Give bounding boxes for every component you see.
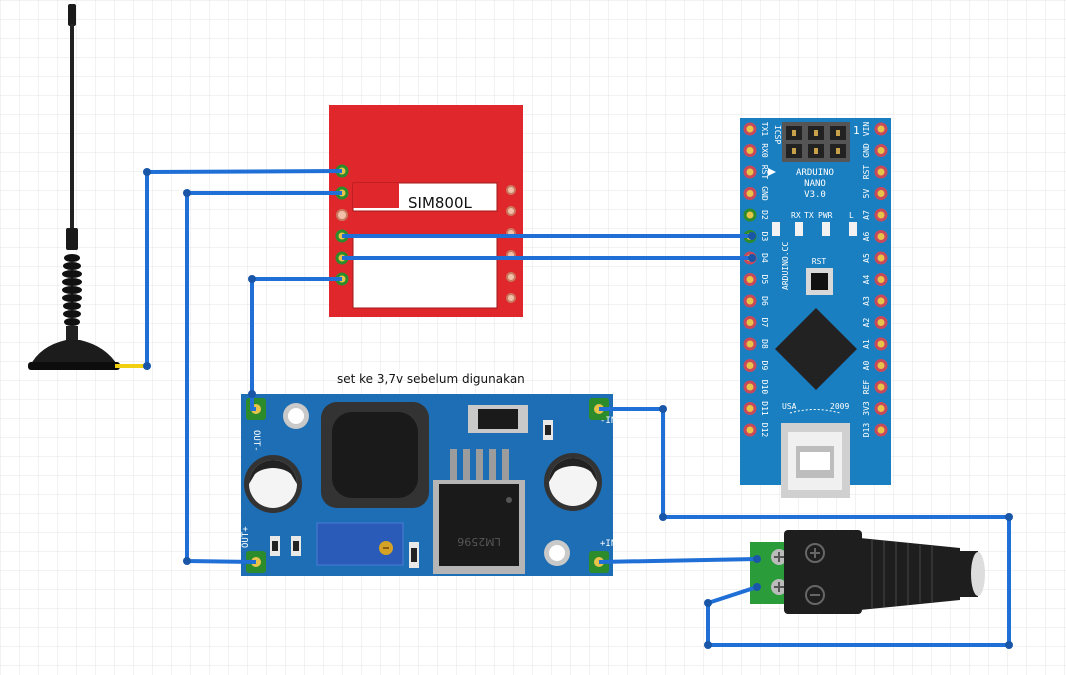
antenna-cable <box>115 364 148 368</box>
nano-left-pin <box>743 144 757 157</box>
nano-year: 2009 <box>830 402 849 411</box>
nano-left-pin-label: RST <box>760 165 769 180</box>
nano-left-pin <box>743 165 757 179</box>
nano-left-pin <box>743 316 757 329</box>
nano-left-pin <box>743 122 757 136</box>
nano-left-pin <box>743 337 757 351</box>
lm2596-chip-label: LM2596 <box>457 535 501 548</box>
nano-right-pin <box>874 380 888 394</box>
buck-pin-out-plus: OUT+ <box>241 526 251 548</box>
nano-title-3: V3.0 <box>804 190 826 200</box>
nano-right-pin-label: VIN <box>862 122 871 137</box>
nano-left-pin-label: D2 <box>760 210 769 220</box>
nano-right-pin-label: A2 <box>862 318 871 328</box>
nano-right-pin <box>874 316 888 329</box>
nano-right-pin <box>874 337 888 351</box>
nano-left-pin-label: D12 <box>760 423 769 438</box>
nano-right-pin-label: D13 <box>862 423 871 438</box>
buck-pin-in-minus: -IN <box>600 416 616 426</box>
nano-title-2: NANO <box>804 179 826 189</box>
nano-right-pin-label: 3V3 <box>862 401 871 416</box>
nano-left-pin-label: RX0 <box>760 143 769 158</box>
nano-usa: USA <box>782 402 797 411</box>
nano-left-pin-label: D10 <box>760 380 769 395</box>
sim800l-label: SIM800L <box>408 194 473 212</box>
wire-buck-inplus-to-jack <box>598 557 758 564</box>
nano-left-pin <box>743 294 757 308</box>
nano-left-pin-label: TX1 <box>760 122 769 137</box>
nano-left-pin <box>743 273 757 286</box>
nano-right-pin-label: GND <box>862 143 871 158</box>
nano-reset-label: RST <box>812 257 827 266</box>
nano-left-pin-label: D9 <box>760 361 769 371</box>
annotation-note: set ke 3,7v sebelum digunakan <box>337 372 525 386</box>
nano-right-pin-label: A3 <box>862 296 871 306</box>
nano-left-pin <box>743 423 757 437</box>
nano-right-pin-label: A0 <box>862 361 871 371</box>
nano-right-pin-label: A5 <box>862 253 871 263</box>
nano-icsp-label: ICSP <box>773 125 782 144</box>
nano-right-pin-label: A1 <box>862 339 871 349</box>
nano-pin1-mark: 1 <box>853 124 860 137</box>
nano-left-pin-label: D11 <box>760 401 769 416</box>
nano-led-pwr: PWR <box>818 211 833 220</box>
nano-right-pin-label: REF <box>862 380 871 395</box>
nano-left-pin-label: D7 <box>760 318 769 328</box>
nano-title-1: ARDUINO <box>796 168 834 178</box>
arduino-nano-board: ICSP 1 ARDUINO NANO V3.0 TX RX PWR L ARD… <box>740 118 891 498</box>
nano-right-pin <box>874 122 888 136</box>
nano-left-pin-label: D6 <box>760 296 769 306</box>
nano-left-pin-label: D3 <box>760 232 769 242</box>
dc-barrel-jack <box>750 530 985 614</box>
nano-right-pin <box>874 402 888 415</box>
wire-sim-to-buck-outminus <box>250 277 342 411</box>
nano-right-pin <box>874 423 888 437</box>
nano-led-rx: RX <box>791 211 801 220</box>
nano-right-pin <box>874 294 888 308</box>
nano-left-pin <box>743 380 757 394</box>
nano-right-pin <box>874 187 888 200</box>
nano-right-pin <box>874 165 888 179</box>
nano-right-pin-label: 5V <box>862 189 871 199</box>
nano-right-pin-label: A7 <box>862 210 871 220</box>
nano-right-pin <box>874 230 888 243</box>
nano-left-pin <box>743 208 757 222</box>
nano-right-pin-label: A4 <box>862 275 871 285</box>
nano-right-pin <box>874 273 888 286</box>
nano-right-pin-label: RST <box>862 165 871 180</box>
lm2596-buck-converter: LM2596 OUT- OUT+ -IN +IN <box>241 394 616 576</box>
nano-led-l: L <box>849 211 854 220</box>
nano-left-pin-label: D8 <box>760 339 769 349</box>
nano-left-pin <box>743 187 757 200</box>
nano-website: ARDUINO.CC <box>781 242 790 290</box>
buck-pin-in-plus: +IN <box>600 539 616 549</box>
nano-left-pin-label: D4 <box>760 253 769 263</box>
nano-right-pin <box>874 144 888 157</box>
sim800l-module: SIM800L <box>329 105 523 317</box>
gsm-antenna <box>28 4 148 370</box>
wire-buck-inminus-to-jack <box>599 407 1011 647</box>
nano-left-pin-label: D5 <box>760 275 769 285</box>
nano-left-pin <box>743 402 757 415</box>
nano-leds: TX RX PWR L <box>772 211 857 236</box>
nano-left-pin <box>743 359 757 372</box>
wire-joints <box>143 168 1013 649</box>
buck-pin-out-minus: OUT- <box>251 430 261 452</box>
wire-sim-to-buck-outplus <box>185 191 342 564</box>
nano-led-tx: TX <box>804 211 814 220</box>
nano-left-pin-label: GND <box>760 186 769 201</box>
nano-right-pin-label: A6 <box>862 232 871 242</box>
nano-right-pin <box>874 359 888 372</box>
nano-right-pin <box>874 208 888 222</box>
nano-right-pin <box>874 251 888 265</box>
